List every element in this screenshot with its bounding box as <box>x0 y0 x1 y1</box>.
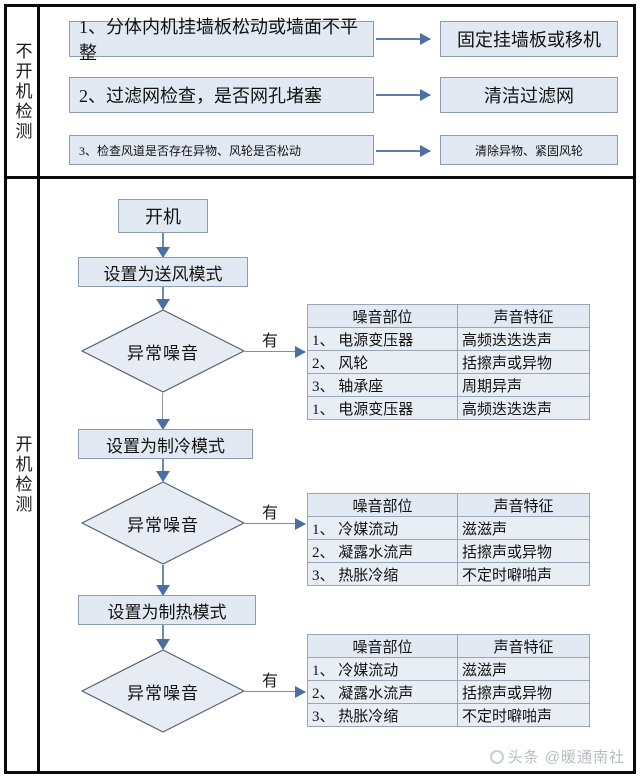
table-2-header-row: 噪音部位 声音特征 <box>307 493 590 517</box>
watermark-text: 头条 @暖通南社 <box>507 749 625 766</box>
arrow-decision-3-to-table-3 <box>245 686 306 698</box>
table-row: 3、 热胀冷缩 不定时噼啪声 <box>307 703 590 727</box>
table-1-r3-feature: 周期异声 <box>457 373 590 397</box>
table-row: 3、 热胀冷缩 不定时噼啪声 <box>307 562 590 586</box>
table-2-header-feature: 声音特征 <box>457 493 590 517</box>
diamond-shape-3 <box>81 649 245 733</box>
table-row: 3、 轴承座 周期异声 <box>307 373 590 397</box>
noise-table-3: 噪音部位 声音特征 1、 冷媒流动 滋滋声 2、 凝露水流声 括擦声或异物 3、… <box>307 634 590 727</box>
fix-box-3[interactable]: 清除异物、紧固风轮 <box>440 135 618 165</box>
section-divider <box>7 176 633 179</box>
start-box[interactable]: 开机 <box>118 199 208 233</box>
table-1-header-part: 噪音部位 <box>307 304 458 328</box>
table-1-r3-part: 3、 轴承座 <box>307 373 458 397</box>
table-3-header-feature: 声音特征 <box>457 634 590 658</box>
section-power-body: 开机 设置为送风模式 异常噪音 有 噪音部位 声音特征 <box>40 179 633 771</box>
table-3-header-part: 噪音部位 <box>307 634 458 658</box>
mode-box-1[interactable]: 设置为送风模式 <box>78 257 248 287</box>
flowchart-frame: 不开机检测 1、分体内机挂墙板松动或墙面不平整 固定挂墙板或移机 2、过滤网检查… <box>4 4 636 774</box>
noise-table-1: 噪音部位 声音特征 1、 电源变压器 高频迭迭迭声 2、 风轮 括擦声或异物 3… <box>307 304 590 420</box>
cause-box-2[interactable]: 2、过滤网检查，是否网孔堵塞 <box>69 77 374 113</box>
arrow-decision-2-to-mode-3 <box>156 565 170 596</box>
diamond-shape-1 <box>81 309 245 393</box>
arrow-start-to-mode-1 <box>156 233 170 258</box>
yes-label-3: 有 <box>262 673 279 690</box>
table-row: 1、 电源变压器 高频迭迭迭声 <box>307 396 590 420</box>
arrow-decision-1-to-mode-2 <box>156 393 170 430</box>
decision-label-2: 异常噪音 <box>127 515 199 535</box>
decision-diamond-3[interactable]: 异常噪音 <box>81 649 245 733</box>
table-1-r1-part: 1、 电源变压器 <box>307 327 458 351</box>
table-row: 2、 风轮 括擦声或异物 <box>307 350 590 374</box>
table-3-r3-part: 3、 热胀冷缩 <box>307 703 458 727</box>
fix-box-2[interactable]: 清洁过滤网 <box>440 77 618 113</box>
decision-label-3: 异常噪音 <box>127 683 199 703</box>
arrow-cause-1-to-fix-1 <box>376 33 431 45</box>
table-1-r4-part: 1、 电源变压器 <box>307 396 458 420</box>
table-1-r2-feature: 括擦声或异物 <box>457 350 590 374</box>
section-power-label: 开机检测 <box>12 435 32 515</box>
yes-label-1: 有 <box>262 333 279 350</box>
arrow-cause-3-to-fix-3 <box>376 145 431 157</box>
table-3-header-row: 噪音部位 声音特征 <box>307 634 590 658</box>
table-2-r3-part: 3、 热胀冷缩 <box>307 562 458 586</box>
section-no-power-label-column: 不开机检测 <box>7 7 40 176</box>
table-1-r2-part: 2、 风轮 <box>307 350 458 374</box>
table-2-r1-feature: 滋滋声 <box>457 516 590 540</box>
table-2-r2-part: 2、 凝露水流声 <box>307 539 458 563</box>
section-power-check: 开机检测 开机 设置为送风模式 异常噪音 有 噪音部位 <box>7 179 633 771</box>
table-3-r3-feature: 不定时噼啪声 <box>457 703 590 727</box>
arrow-decision-1-to-table-1 <box>245 346 306 358</box>
table-2-r3-feature: 不定时噼啪声 <box>457 562 590 586</box>
table-2-header-part: 噪音部位 <box>307 493 458 517</box>
table-3-r2-feature: 括擦声或异物 <box>457 680 590 704</box>
cause-box-1[interactable]: 1、分体内机挂墙板松动或墙面不平整 <box>69 17 374 63</box>
decision-diamond-1[interactable]: 异常噪音 <box>81 309 245 393</box>
table-1-r4-feature: 高频迭迭迭声 <box>457 396 590 420</box>
decision-label-1: 异常噪音 <box>127 343 199 363</box>
table-1-r1-feature: 高频迭迭迭声 <box>457 327 590 351</box>
table-row: 1、 冷媒流动 滋滋声 <box>307 516 590 540</box>
table-2-r2-feature: 括擦声或异物 <box>457 539 590 563</box>
cause-box-3[interactable]: 3、检查风道是否存在异物、风轮是否松动 <box>69 135 374 165</box>
table-row: 2、 凝露水流声 括擦声或异物 <box>307 539 590 563</box>
table-2-r1-part: 1、 冷媒流动 <box>307 516 458 540</box>
table-1-header-row: 噪音部位 声音特征 <box>307 304 590 328</box>
table-row: 1、 电源变压器 高频迭迭迭声 <box>307 327 590 351</box>
diamond-shape-2 <box>81 481 245 565</box>
table-3-r1-part: 1、 冷媒流动 <box>307 657 458 681</box>
arrow-mode-2-to-decision-2 <box>156 459 170 482</box>
arrow-mode-3-to-decision-3 <box>156 625 170 650</box>
arrow-cause-2-to-fix-2 <box>376 89 431 101</box>
table-3-r2-part: 2、 凝露水流声 <box>307 680 458 704</box>
table-row: 1、 冷媒流动 滋滋声 <box>307 657 590 681</box>
noise-table-2: 噪音部位 声音特征 1、 冷媒流动 滋滋声 2、 凝露水流声 括擦声或异物 3、… <box>307 493 590 586</box>
fix-box-1[interactable]: 固定挂墙板或移机 <box>440 21 618 57</box>
mode-box-2[interactable]: 设置为制冷模式 <box>78 429 253 459</box>
arrow-mode-1-to-decision-1 <box>156 287 170 310</box>
section-no-power-check: 不开机检测 1、分体内机挂墙板松动或墙面不平整 固定挂墙板或移机 2、过滤网检查… <box>7 7 633 176</box>
mode-box-3[interactable]: 设置为制热模式 <box>78 595 256 625</box>
section-no-power-label: 不开机检测 <box>12 41 32 142</box>
decision-diamond-2[interactable]: 异常噪音 <box>81 481 245 565</box>
section-no-power-body: 1、分体内机挂墙板松动或墙面不平整 固定挂墙板或移机 2、过滤网检查，是否网孔堵… <box>40 7 633 176</box>
table-1-header-feature: 声音特征 <box>457 304 590 328</box>
arrow-decision-2-to-table-2 <box>245 518 306 530</box>
table-3-r1-feature: 滋滋声 <box>457 657 590 681</box>
watermark: 头条 @暖通南社 <box>489 746 625 767</box>
table-row: 2、 凝露水流声 括擦声或异物 <box>307 680 590 704</box>
yes-label-2: 有 <box>262 505 279 522</box>
watermark-logo-icon <box>489 749 504 764</box>
section-power-label-column: 开机检测 <box>7 179 40 771</box>
